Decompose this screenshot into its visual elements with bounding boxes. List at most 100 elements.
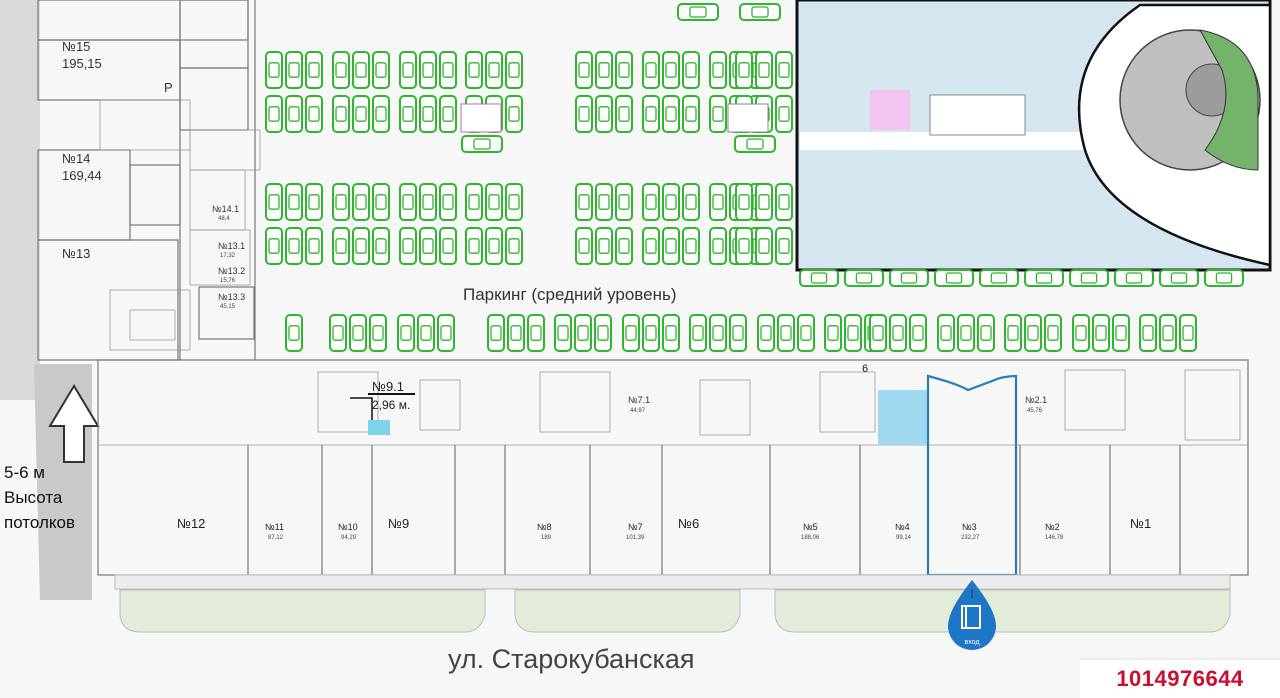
parking-space-icon <box>265 95 283 133</box>
ramp-arrow-icon <box>48 384 100 463</box>
parking-space-icon <box>1024 269 1064 287</box>
plaza-lawn <box>1199 29 1259 171</box>
unit-7-label: №7 <box>628 522 643 532</box>
parking-space-icon <box>739 3 781 21</box>
unit-13-3-zone[interactable] <box>198 286 255 340</box>
parking-space-icon <box>527 314 545 352</box>
parking-space-icon <box>485 227 503 265</box>
parking-space-icon <box>305 95 323 133</box>
parking-space-icon <box>419 51 437 89</box>
parking-space-icon <box>505 227 523 265</box>
parking-space-icon <box>465 227 483 265</box>
parking-space-icon <box>554 314 572 352</box>
parking-space-icon <box>305 183 323 221</box>
parking-space-icon <box>417 314 435 352</box>
unit-9-1-leader <box>350 397 373 420</box>
parking-space-icon <box>574 314 592 352</box>
parking-space-icon <box>352 227 370 265</box>
parking-space-icon <box>729 314 747 352</box>
parking-space-icon <box>575 51 593 89</box>
parking-space-icon <box>439 183 457 221</box>
entrance-marker-icon[interactable]: вход <box>948 580 996 650</box>
unit-9-1-area: 2,96 м. <box>372 398 410 412</box>
unit-2-1-area: 45,76 <box>1027 408 1043 414</box>
parking-space-icon <box>757 314 775 352</box>
parking-space-icon <box>889 269 929 287</box>
parking-space-icon <box>372 95 390 133</box>
parking-space-icon <box>265 51 283 89</box>
parking-space-icon <box>734 135 776 153</box>
unit-6-label: №6 <box>678 516 699 531</box>
parking-space-icon <box>735 183 753 221</box>
lawn-middle <box>514 589 741 633</box>
parking-space-icon <box>709 183 727 221</box>
parking-space-icon <box>332 51 350 89</box>
listing-id-badge: 1014976644 <box>1080 658 1280 698</box>
unit-14-1-area: 48,4 <box>218 216 230 222</box>
unit-7-area: 101,39 <box>626 535 645 541</box>
parking-space-icon <box>775 183 793 221</box>
unit-10-area: 94,29 <box>341 535 357 541</box>
parking-space-icon <box>755 51 773 89</box>
parking-space-icon <box>709 314 727 352</box>
parking-space-icon <box>777 314 795 352</box>
parking-space-icon <box>595 51 613 89</box>
unit-4-area: 99,14 <box>896 535 912 541</box>
street-name: ул. Старокубанская <box>448 644 695 674</box>
parking-space-icon <box>305 51 323 89</box>
ceiling-height-value: 5-6 м <box>4 463 45 482</box>
parking-space-icon <box>399 227 417 265</box>
parking-space-icon <box>1112 314 1130 352</box>
unit-13-1-label: №13.1 <box>218 241 245 251</box>
entrance-label: вход <box>965 639 980 646</box>
parking-space-icon <box>934 269 974 287</box>
ceiling-height-label: Высота <box>4 488 63 507</box>
parking-space-icon <box>285 227 303 265</box>
parking-marker: P <box>164 80 173 95</box>
unit-3-highlight[interactable] <box>926 374 1018 577</box>
parking-space-icon <box>399 183 417 221</box>
lot-stairwell <box>870 90 910 130</box>
lot-driveway <box>800 132 1085 150</box>
unit-13-2-area: 15,76 <box>220 278 236 284</box>
parking-space-icon <box>889 314 907 352</box>
unit-15-area: 195,15 <box>62 56 102 71</box>
lawn-left <box>119 589 486 633</box>
parking-space-icon <box>372 51 390 89</box>
parking-space-icon <box>1072 314 1090 352</box>
parking-space-icon <box>642 51 660 89</box>
parking-space-icon <box>1139 314 1157 352</box>
parking-space-icon <box>1159 269 1199 287</box>
parking-space-icon <box>1004 314 1022 352</box>
unit-13-2-label: №13.2 <box>218 266 245 276</box>
parking-space-icon <box>439 227 457 265</box>
left-block-partitions <box>99 0 261 360</box>
unit-7-1-area: 44,97 <box>630 408 646 414</box>
unit-2-area: 146,78 <box>1045 535 1064 541</box>
parking-space-icon <box>1024 314 1042 352</box>
parking-space-icon <box>709 227 727 265</box>
parking-space-icon <box>1069 269 1109 287</box>
parking-space-icon <box>797 314 815 352</box>
unit-14-area: 169,44 <box>62 168 102 183</box>
unit-13-3-area: 45,15 <box>220 304 236 310</box>
parking-space-icon <box>709 95 727 133</box>
parking-space-icon <box>285 314 303 352</box>
parking-space-icon <box>285 183 303 221</box>
parking-space-icon <box>775 95 793 133</box>
parking-space-icon <box>844 269 884 287</box>
parking-space-icon <box>662 227 680 265</box>
parking-space-icon <box>487 314 505 352</box>
unit-8-area: 189 <box>541 535 552 541</box>
unit-9-1-zone[interactable] <box>368 420 390 435</box>
parking-space-icon <box>682 95 700 133</box>
parking-space-icon <box>1092 314 1110 352</box>
parking-space-icon <box>485 51 503 89</box>
unit-14-1-label: №14.1 <box>212 204 239 214</box>
parking-space-icon <box>332 183 350 221</box>
parking-space-icon <box>505 183 523 221</box>
parking-space-icon <box>642 95 660 133</box>
unit-8-label: №8 <box>537 522 552 532</box>
unit-10-label: №10 <box>338 522 358 532</box>
parking-space-icon <box>824 314 842 352</box>
